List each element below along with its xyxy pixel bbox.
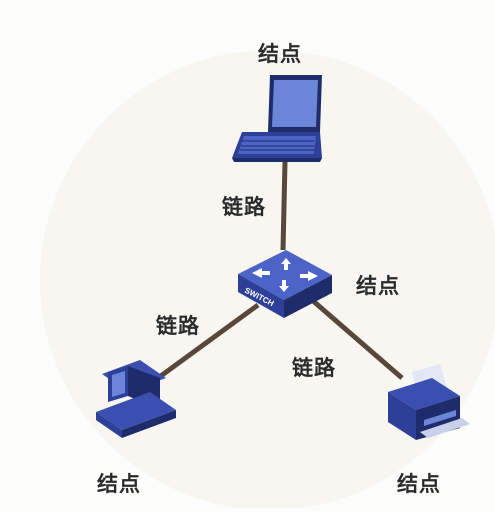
switch-node-label: 结点 [356, 274, 400, 298]
laptop-switch-link-label: 链路 [222, 195, 266, 219]
desktop-node-label: 结点 [97, 472, 141, 496]
laptop-node-label: 结点 [258, 42, 302, 66]
laptop-icon [232, 75, 322, 162]
desktop-computer-icon [96, 360, 176, 438]
printer-icon [388, 364, 470, 440]
switch-printer-link-label: 链路 [292, 356, 336, 380]
printer-node-label: 结点 [397, 472, 441, 496]
link-switch-desktop [156, 302, 260, 381]
link-laptop-switch [280, 161, 288, 251]
link-switch-printer [310, 298, 404, 380]
switch-desktop-link-label: 链路 [156, 314, 200, 338]
